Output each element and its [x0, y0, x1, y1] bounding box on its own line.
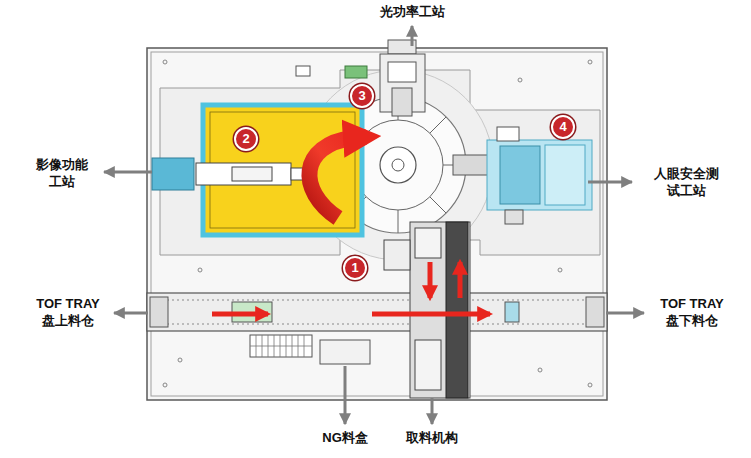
optical-power-station: [296, 40, 425, 116]
flow-arrows: [212, 137, 490, 314]
callout-number: 1: [343, 256, 367, 280]
machine-frame-part: [558, 268, 562, 272]
rotary-table-part: [380, 147, 416, 183]
ng-box: [250, 335, 370, 364]
pick-mechanism: [384, 222, 470, 398]
leader-arrows-part: [104, 171, 152, 174]
leader-arrows-part: [431, 398, 434, 424]
part-label: 取料机构: [392, 430, 472, 447]
machine-frame-part: [518, 78, 522, 82]
eye-safety-station-part: [545, 145, 585, 205]
leader-arrows: [104, 26, 644, 424]
ng-box-part: [250, 335, 312, 357]
vision-station-part: [232, 167, 272, 181]
pick-mechanism-part: [384, 240, 410, 270]
pick-mechanism-part: [410, 222, 470, 398]
flow-arrows-part: [309, 137, 366, 218]
leader-arrows-part: [411, 26, 414, 46]
flow-arrows-part: [212, 312, 268, 317]
eye-safety-station-part: [497, 127, 519, 141]
machine-frame-part: [163, 60, 167, 64]
eye-safety-station: [487, 127, 592, 224]
flow-arrows-part: [372, 312, 490, 317]
station-label: 光功率工站: [367, 4, 457, 21]
ng-box-part: [250, 335, 312, 357]
optical-power-station-part: [296, 66, 310, 76]
machine-frame: [147, 48, 607, 400]
callout-number: 3: [350, 84, 374, 108]
vision-station-part: [196, 163, 291, 185]
machine-frame-part: [538, 368, 542, 372]
leader-arrows-part: [114, 312, 148, 315]
leader-arrows-part: [344, 366, 347, 424]
tray-conveyor-part: [147, 293, 607, 331]
callout-number: 4: [551, 115, 575, 139]
optical-power-station-part: [388, 62, 416, 82]
pick-mechanism-part: [415, 228, 441, 258]
pick-mechanism-part: [446, 222, 468, 398]
part-label: NG料盒: [310, 430, 380, 447]
tray-conveyor-part: [586, 297, 604, 327]
tray-conveyor-part: [150, 297, 168, 327]
machine-frame-part: [151, 52, 603, 396]
leader-arrows-part: [606, 312, 644, 315]
optical-power-station-part: [392, 88, 412, 116]
callout-number: 2: [234, 127, 258, 151]
tray-conveyor-part: [152, 300, 602, 324]
optical-power-station-part: [345, 66, 367, 78]
machine-frame-part: [588, 60, 592, 64]
station-label: 人眼安全测 试工站: [649, 166, 723, 200]
machine-frame-part: [163, 383, 167, 387]
machine-frame-part: [178, 358, 182, 362]
rotary-table-part: [353, 120, 443, 210]
ng-box-part: [320, 340, 370, 364]
flow-arrows-part: [458, 262, 463, 298]
magazine-label: TOF TRAY 盘上料仓: [28, 296, 108, 330]
machine-frame-part: [198, 268, 202, 272]
flow-arrows-part: [428, 262, 433, 298]
machine-frame-part: [588, 383, 592, 387]
rotary-table-part: [453, 155, 489, 175]
vision-station-part: [152, 158, 194, 190]
eye-safety-station-part: [500, 146, 540, 204]
tray-conveyor: [147, 293, 607, 331]
eye-safety-station-part: [505, 210, 523, 224]
eye-safety-station-part: [487, 140, 592, 210]
rotary-table-part: [392, 159, 404, 171]
station-label: 影像功能 工站: [32, 157, 92, 191]
magazine-label: TOF TRAY 盘下料仓: [652, 296, 732, 330]
machine-frame-part: [147, 48, 607, 400]
pick-mechanism-part: [415, 340, 441, 390]
leader-arrows-part: [588, 181, 632, 184]
tray-conveyor-part: [505, 302, 519, 322]
